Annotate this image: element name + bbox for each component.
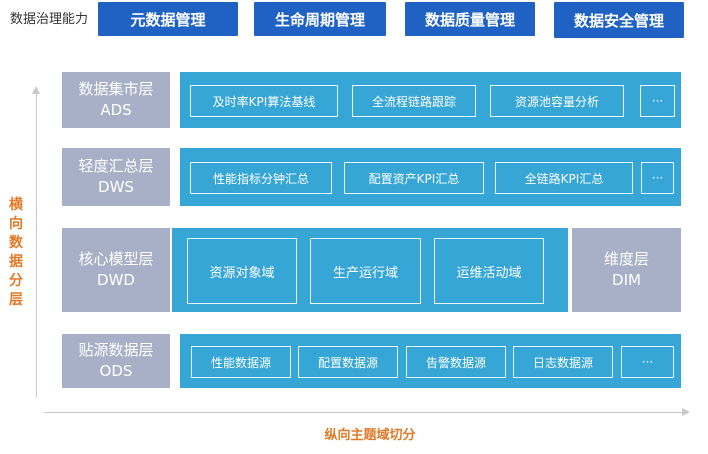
ads-more-item[interactable]: ··· <box>640 85 675 117</box>
vertical-axis-label: 横向数据分层 <box>9 197 23 308</box>
horizontal-axis-label: 纵向主题域切分 <box>324 428 416 443</box>
lifecycle-management-button[interactable]: 生命周期管理 <box>254 2 386 36</box>
dwd-domain-item[interactable]: 运维活动域 <box>434 238 544 304</box>
dws-item[interactable]: 配置资产KPI汇总 <box>344 162 484 194</box>
dws-item[interactable]: 全链路KPI汇总 <box>495 162 633 194</box>
layer-name: 轻度汇总层 <box>78 157 154 175</box>
horizontal-axis <box>44 412 682 413</box>
vertical-axis-arrow <box>32 86 40 94</box>
ods-item[interactable]: 日志数据源 <box>513 346 613 378</box>
layer-code: DWD <box>97 271 135 289</box>
ods-more-item[interactable]: ··· <box>621 346 674 378</box>
layer-label-dwd: 核心模型层 DWD <box>62 228 170 312</box>
dwd-domain-item[interactable]: 生产运行域 <box>310 238 421 304</box>
ads-item[interactable]: 及时率KPI算法基线 <box>190 85 338 117</box>
dwd-domain-item[interactable]: 资源对象域 <box>187 238 297 304</box>
metadata-management-button[interactable]: 元数据管理 <box>98 2 238 36</box>
layer-name: 数据集市层 <box>78 80 154 98</box>
layer-code: DWS <box>98 178 134 196</box>
layer-label-dws: 轻度汇总层 DWS <box>62 148 170 206</box>
ods-item[interactable]: 性能数据源 <box>191 346 291 378</box>
layer-name: 贴源数据层 <box>78 341 154 359</box>
layer-label-ods: 贴源数据层 ODS <box>62 334 170 388</box>
ads-item[interactable]: 全流程链路跟踪 <box>352 85 476 117</box>
ads-item[interactable]: 资源池容量分析 <box>490 85 624 117</box>
layer-code: ODS <box>99 362 133 380</box>
data-quality-management-button[interactable]: 数据质量管理 <box>405 2 535 36</box>
horizontal-axis-arrow <box>682 408 690 416</box>
dws-more-item[interactable]: ··· <box>641 162 674 194</box>
layer-code: DIM <box>612 271 641 289</box>
layer-name: 核心模型层 <box>78 250 154 268</box>
layer-label-ads: 数据集市层 ADS <box>62 72 170 128</box>
governance-capability-label: 数据治理能力 <box>10 12 89 27</box>
layer-label-dim: 维度层 DIM <box>572 228 681 312</box>
dws-item[interactable]: 性能指标分钟汇总 <box>190 162 332 194</box>
ods-item[interactable]: 告警数据源 <box>406 346 506 378</box>
layer-code: ADS <box>100 101 132 119</box>
layer-name: 维度层 <box>603 250 649 268</box>
data-security-management-button[interactable]: 数据安全管理 <box>554 2 684 38</box>
ods-item[interactable]: 配置数据源 <box>298 346 398 378</box>
vertical-axis <box>36 92 37 397</box>
